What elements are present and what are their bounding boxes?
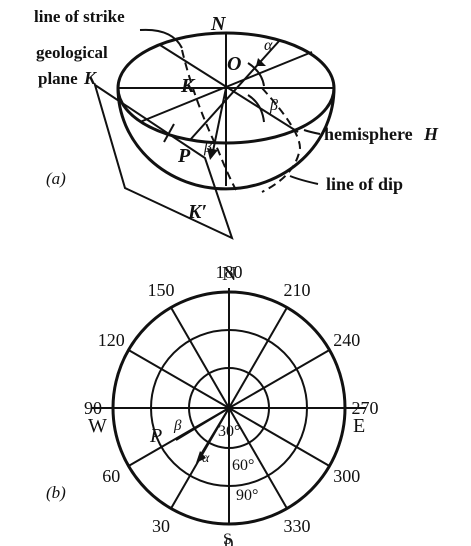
label-east: E xyxy=(353,415,365,437)
diameter-diag-2 xyxy=(139,51,313,123)
beta-arc-right xyxy=(247,94,265,123)
label-part-b: (b) xyxy=(46,483,66,502)
geological-plane-k xyxy=(93,82,234,240)
ring-label-30: 30° xyxy=(218,423,240,440)
alpha-line-b xyxy=(199,407,230,457)
label-point-o: O xyxy=(227,53,241,75)
ring-label-90: 90° xyxy=(236,487,258,504)
label-west: W xyxy=(88,415,107,437)
label-alpha-a: α xyxy=(264,37,273,54)
label-point-k: K xyxy=(180,75,196,97)
azimuth-label: 330 xyxy=(284,516,311,536)
label-beta-b: β xyxy=(173,418,182,434)
leader-hemisphere xyxy=(303,129,321,135)
azimuth-label: 0 xyxy=(225,534,234,546)
p-line xyxy=(175,407,230,441)
label-point-p: P xyxy=(177,145,191,167)
label-point-k-prime: K′ xyxy=(187,201,207,223)
alpha-arc xyxy=(247,62,265,87)
label-beta-inner-a: β xyxy=(203,139,212,156)
label-line-of-dip: line of dip xyxy=(326,174,403,194)
label-geological: geological xyxy=(36,43,108,62)
alpha-arrow-head xyxy=(256,58,266,66)
azimuth-label: 60 xyxy=(102,466,120,486)
azimuth-label: 300 xyxy=(333,466,360,486)
label-plane-k: K xyxy=(83,68,98,88)
diameter-diag-1 xyxy=(159,44,299,133)
part-a-diagram: N line of strike geological plane K O K … xyxy=(34,7,439,240)
label-beta-right-a: β xyxy=(269,97,278,114)
azimuth-label: 240 xyxy=(333,330,360,350)
azimuth-label: 90 xyxy=(84,398,102,418)
stereonet-spoke xyxy=(170,307,230,409)
azimuth-label: 30 xyxy=(152,516,170,536)
label-part-a: (a) xyxy=(46,169,66,188)
label-hemisphere: hemisphere xyxy=(324,124,413,144)
label-south: S xyxy=(223,531,232,546)
label-hemisphere-h: H xyxy=(423,124,439,144)
stereonet-spoke xyxy=(228,349,330,409)
stereonet-spoke xyxy=(128,349,230,409)
dip-arrow-slant xyxy=(211,87,227,157)
azimuth-label: 210 xyxy=(284,280,311,300)
azimuth-label: 180 xyxy=(216,262,243,282)
azimuth-labels: 180 210 240 270 300 330 0 30 60 90 120 150 xyxy=(84,262,379,546)
label-point-p-b: P xyxy=(149,425,162,447)
azimuth-label: 120 xyxy=(98,330,125,350)
stereonet-spoke xyxy=(228,407,330,467)
line-of-strike-dashed xyxy=(181,49,237,191)
hemisphere-h xyxy=(116,87,336,191)
label-line-of-strike: line of strike xyxy=(34,7,125,26)
diameter-diag-3 xyxy=(189,39,281,141)
stereonet-spoke xyxy=(228,407,288,509)
label-north-b: N xyxy=(222,263,236,285)
alpha-arrow-head-b xyxy=(196,451,206,463)
dip-arrow-head xyxy=(207,148,218,160)
stereonet-spoke xyxy=(228,307,288,409)
label-alpha-b: α xyxy=(202,451,210,466)
leader-line-of-dip xyxy=(289,175,319,185)
p-tick xyxy=(163,123,175,143)
label-north-a: N xyxy=(210,13,227,35)
line-of-dip-dashed xyxy=(261,87,302,193)
ring-label-60: 60° xyxy=(232,457,254,474)
label-plane: plane xyxy=(38,69,78,88)
leader-line-of-strike xyxy=(139,28,183,49)
azimuth-label: 270 xyxy=(352,398,379,418)
azimuth-label: 150 xyxy=(148,280,175,300)
